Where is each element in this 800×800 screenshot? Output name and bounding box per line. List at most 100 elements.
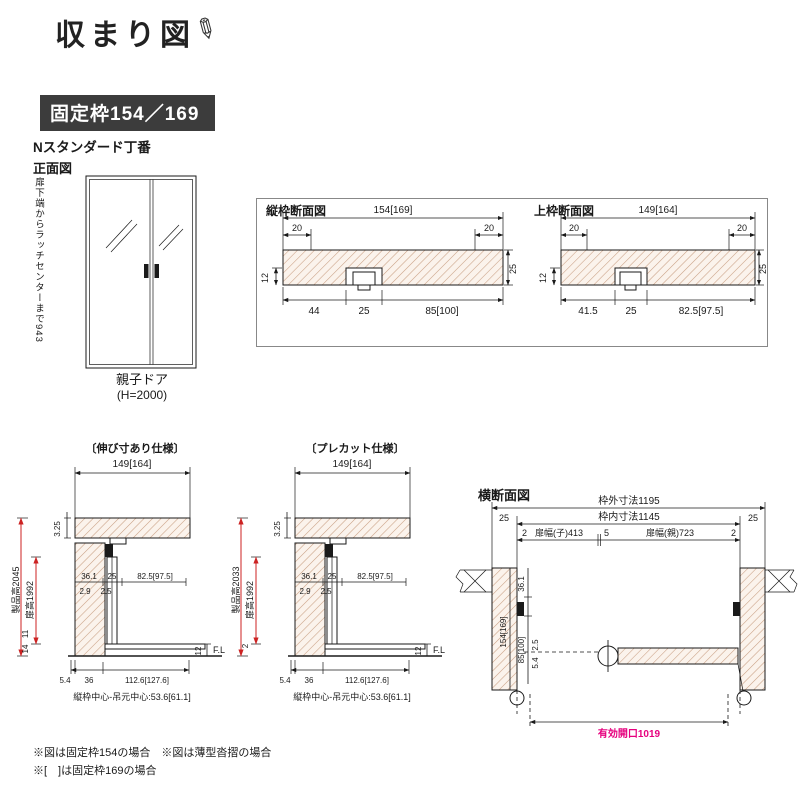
nobisun-door-height: 扉高1992 bbox=[24, 581, 35, 619]
vertical-frame-overall-width: 154[169] bbox=[374, 205, 413, 216]
page-title: 収まり図 bbox=[55, 19, 195, 52]
nobisun-side-frame bbox=[74, 542, 106, 657]
top-frame-title: 上枠断面図 bbox=[534, 203, 594, 218]
outer-dim-label: 枠外寸法1195 bbox=[598, 494, 660, 507]
right-jamb bbox=[739, 567, 766, 691]
leaf-dim-3: 5 bbox=[604, 528, 609, 538]
precut-bottom-dim-1: 5.4 bbox=[279, 676, 291, 685]
vertical-frame-hatch bbox=[282, 249, 504, 286]
top-frame-dim-3: 82.5[97.5] bbox=[679, 306, 724, 317]
nobisun-center-note: 縦枠中心-吊元中心:53.6[61.1] bbox=[73, 691, 191, 702]
jamb-sub-2: 25 bbox=[517, 603, 526, 612]
jamb-sub-1: 36.1 bbox=[517, 576, 526, 592]
nobisun-height-dims: 製品高2045 扉高1992 bbox=[10, 517, 41, 657]
side-left-label: 25 bbox=[499, 513, 509, 523]
precut-top-frame bbox=[294, 517, 411, 539]
effective-opening-dim: 有効開口1019 bbox=[529, 694, 729, 740]
vertical-frame-dim-3: 85[100] bbox=[425, 306, 459, 317]
nobisun-bottom-dim-2: 36 bbox=[85, 676, 94, 685]
top-frame-overall-width: 149[164] bbox=[639, 205, 678, 216]
top-frame-hatch bbox=[560, 249, 756, 286]
fixed-frame-banner-text: 固定枠154／169 bbox=[40, 95, 216, 131]
precut-floor-label: F.L bbox=[433, 645, 445, 655]
nobisun-bottom-dims: 5.4 36 112.6[127.6] bbox=[59, 660, 190, 685]
precut-floor-dims: 12 F.L 2 bbox=[241, 643, 445, 657]
precut-jamb-sub-1: 2.9 bbox=[299, 587, 311, 596]
child-door-handle bbox=[154, 264, 159, 278]
right-hinge bbox=[733, 602, 740, 616]
precut-jamb-sub-2: 2.5 bbox=[320, 587, 332, 596]
precut-threshold bbox=[324, 643, 426, 650]
nobisun-jamb-sub-1: 2.9 bbox=[79, 587, 91, 596]
top-frame-dim-2: 25 bbox=[625, 306, 637, 317]
door-caption-sub: (H=2000) bbox=[116, 388, 168, 403]
nobisun-title: 〔伸び寸あり仕様〕 bbox=[86, 441, 185, 455]
parent-door-leaf bbox=[617, 647, 739, 665]
door-outer-frame bbox=[85, 175, 197, 369]
precut-title: 〔プレカット仕様〕 bbox=[306, 441, 405, 455]
left-jamb bbox=[491, 567, 518, 691]
detail-view-nobisun: 〔伸び寸あり仕様〕 149[164] 3.25 製品高2045 扉高1992 3… bbox=[10, 441, 225, 702]
door-leaves bbox=[509, 640, 752, 714]
leaf-dim-1: 2 bbox=[522, 528, 527, 538]
leaf-dim-2: 扉幅(子)413 bbox=[535, 527, 583, 538]
precut-center-note: 縦枠中心-吊元中心:53.6[61.1] bbox=[293, 691, 411, 702]
hinge-type-label: Nスタンダード丁番 bbox=[33, 140, 151, 155]
jamb-sub-5: 5.4 bbox=[531, 657, 540, 669]
leaf-dim-4: 扉幅(親)723 bbox=[646, 527, 694, 538]
nobisun-bottom-dim-1: 5.4 bbox=[59, 676, 71, 685]
note-line-2: ※[ ]は固定枠169の場合 bbox=[33, 765, 157, 777]
nobisun-floor-label: F.L bbox=[213, 645, 225, 655]
precut-door-height: 扉高1992 bbox=[244, 581, 255, 619]
top-frame-thickness: 25 bbox=[758, 264, 768, 274]
right-pivot-circle bbox=[736, 690, 752, 706]
door-caption-main: 親子ドア bbox=[115, 372, 168, 387]
precut-jamb-dims: 36.1 25 82.5[97.5] 2.9 2.5 bbox=[294, 572, 407, 596]
vertical-frame-dim-1: 44 bbox=[308, 306, 320, 317]
vertical-frame-dim-2: 25 bbox=[358, 306, 370, 317]
precut-jamb-dim-1: 36.1 bbox=[301, 572, 317, 581]
side-right-label: 25 bbox=[748, 513, 758, 523]
parent-door-handle bbox=[144, 264, 149, 278]
nobisun-hinge-plate bbox=[105, 544, 113, 557]
precut-top-thickness: 3.25 bbox=[273, 521, 282, 537]
precut-side-frame bbox=[294, 542, 326, 657]
vertical-frame-thickness: 25 bbox=[508, 264, 518, 274]
nobisun-jamb-dim-2: 25 bbox=[108, 572, 117, 581]
nobisun-jamb-dim-3: 82.5[97.5] bbox=[137, 572, 173, 581]
nobisun-top-frame bbox=[74, 517, 191, 539]
jamb-depth-dims: 154[169] 36.1 25 85[100] 2.5 5.4 bbox=[499, 568, 540, 690]
nobisun-width: 149[164] bbox=[113, 459, 152, 470]
door-inner-frame bbox=[89, 179, 193, 365]
latch-dimension-note: 扉下端からラッチセンターまで943 bbox=[33, 177, 44, 343]
horizontal-top-dims: 枠外寸法1195 枠内寸法1145 25 25 2 扉幅(子)413 5 扉幅(… bbox=[491, 494, 766, 568]
nobisun-floor-dims: 12 F.L 11 14 bbox=[21, 629, 225, 657]
effective-opening-label: 有効開口1019 bbox=[598, 727, 661, 740]
precut-width: 149[164] bbox=[333, 459, 372, 470]
nobisun-bottom-dim-3: 112.6[127.6] bbox=[125, 676, 169, 685]
nobisun-jamb-dim-1: 36.1 bbox=[81, 572, 97, 581]
vertical-frame-section: 縦枠断面図 154[169] 20 20 25 12 44 25 85[100] bbox=[260, 203, 518, 317]
top-frame-dim-1: 41.5 bbox=[578, 306, 598, 317]
precut-product-height: 製品高2033 bbox=[230, 566, 241, 613]
front-view-label: 正面図 bbox=[33, 161, 73, 176]
top-frame-edge-left: 20 bbox=[569, 223, 579, 233]
nobisun-bottom-left-1: 11 bbox=[21, 629, 30, 638]
vertical-frame-edge-right: 20 bbox=[484, 223, 494, 233]
precut-height-dims: 製品高2033 扉高1992 bbox=[230, 517, 261, 657]
front-view-drawing bbox=[85, 175, 197, 369]
vertical-frame-groove-depth: 12 bbox=[260, 273, 270, 283]
wall-symbols bbox=[455, 569, 798, 593]
nobisun-jamb-dims: 36.1 25 82.5[97.5] 2.9 2.5 bbox=[74, 572, 187, 596]
door-caption: 親子ドア (H=2000) bbox=[86, 372, 198, 403]
vertical-frame-title: 縦枠断面図 bbox=[266, 203, 326, 218]
precut-bottom-dim-2: 36 bbox=[305, 676, 314, 685]
top-frame-edge-right: 20 bbox=[737, 223, 747, 233]
precut-jamb-dim-3: 82.5[97.5] bbox=[357, 572, 393, 581]
horizontal-section-title: 横断面図 bbox=[478, 488, 530, 503]
jamb-sub-4: 2.5 bbox=[531, 639, 540, 651]
note-line-1: ※図は固定枠154の場合 ※図は薄型沓摺の場合 bbox=[33, 747, 272, 759]
frame-sections-box: 縦枠断面図 154[169] 20 20 25 12 44 25 85[100]… bbox=[256, 198, 768, 347]
top-frame-section: 上枠断面図 149[164] 20 20 25 12 41.5 25 82.5[… bbox=[534, 203, 768, 317]
nobisun-top-thickness: 3.25 bbox=[53, 521, 62, 537]
